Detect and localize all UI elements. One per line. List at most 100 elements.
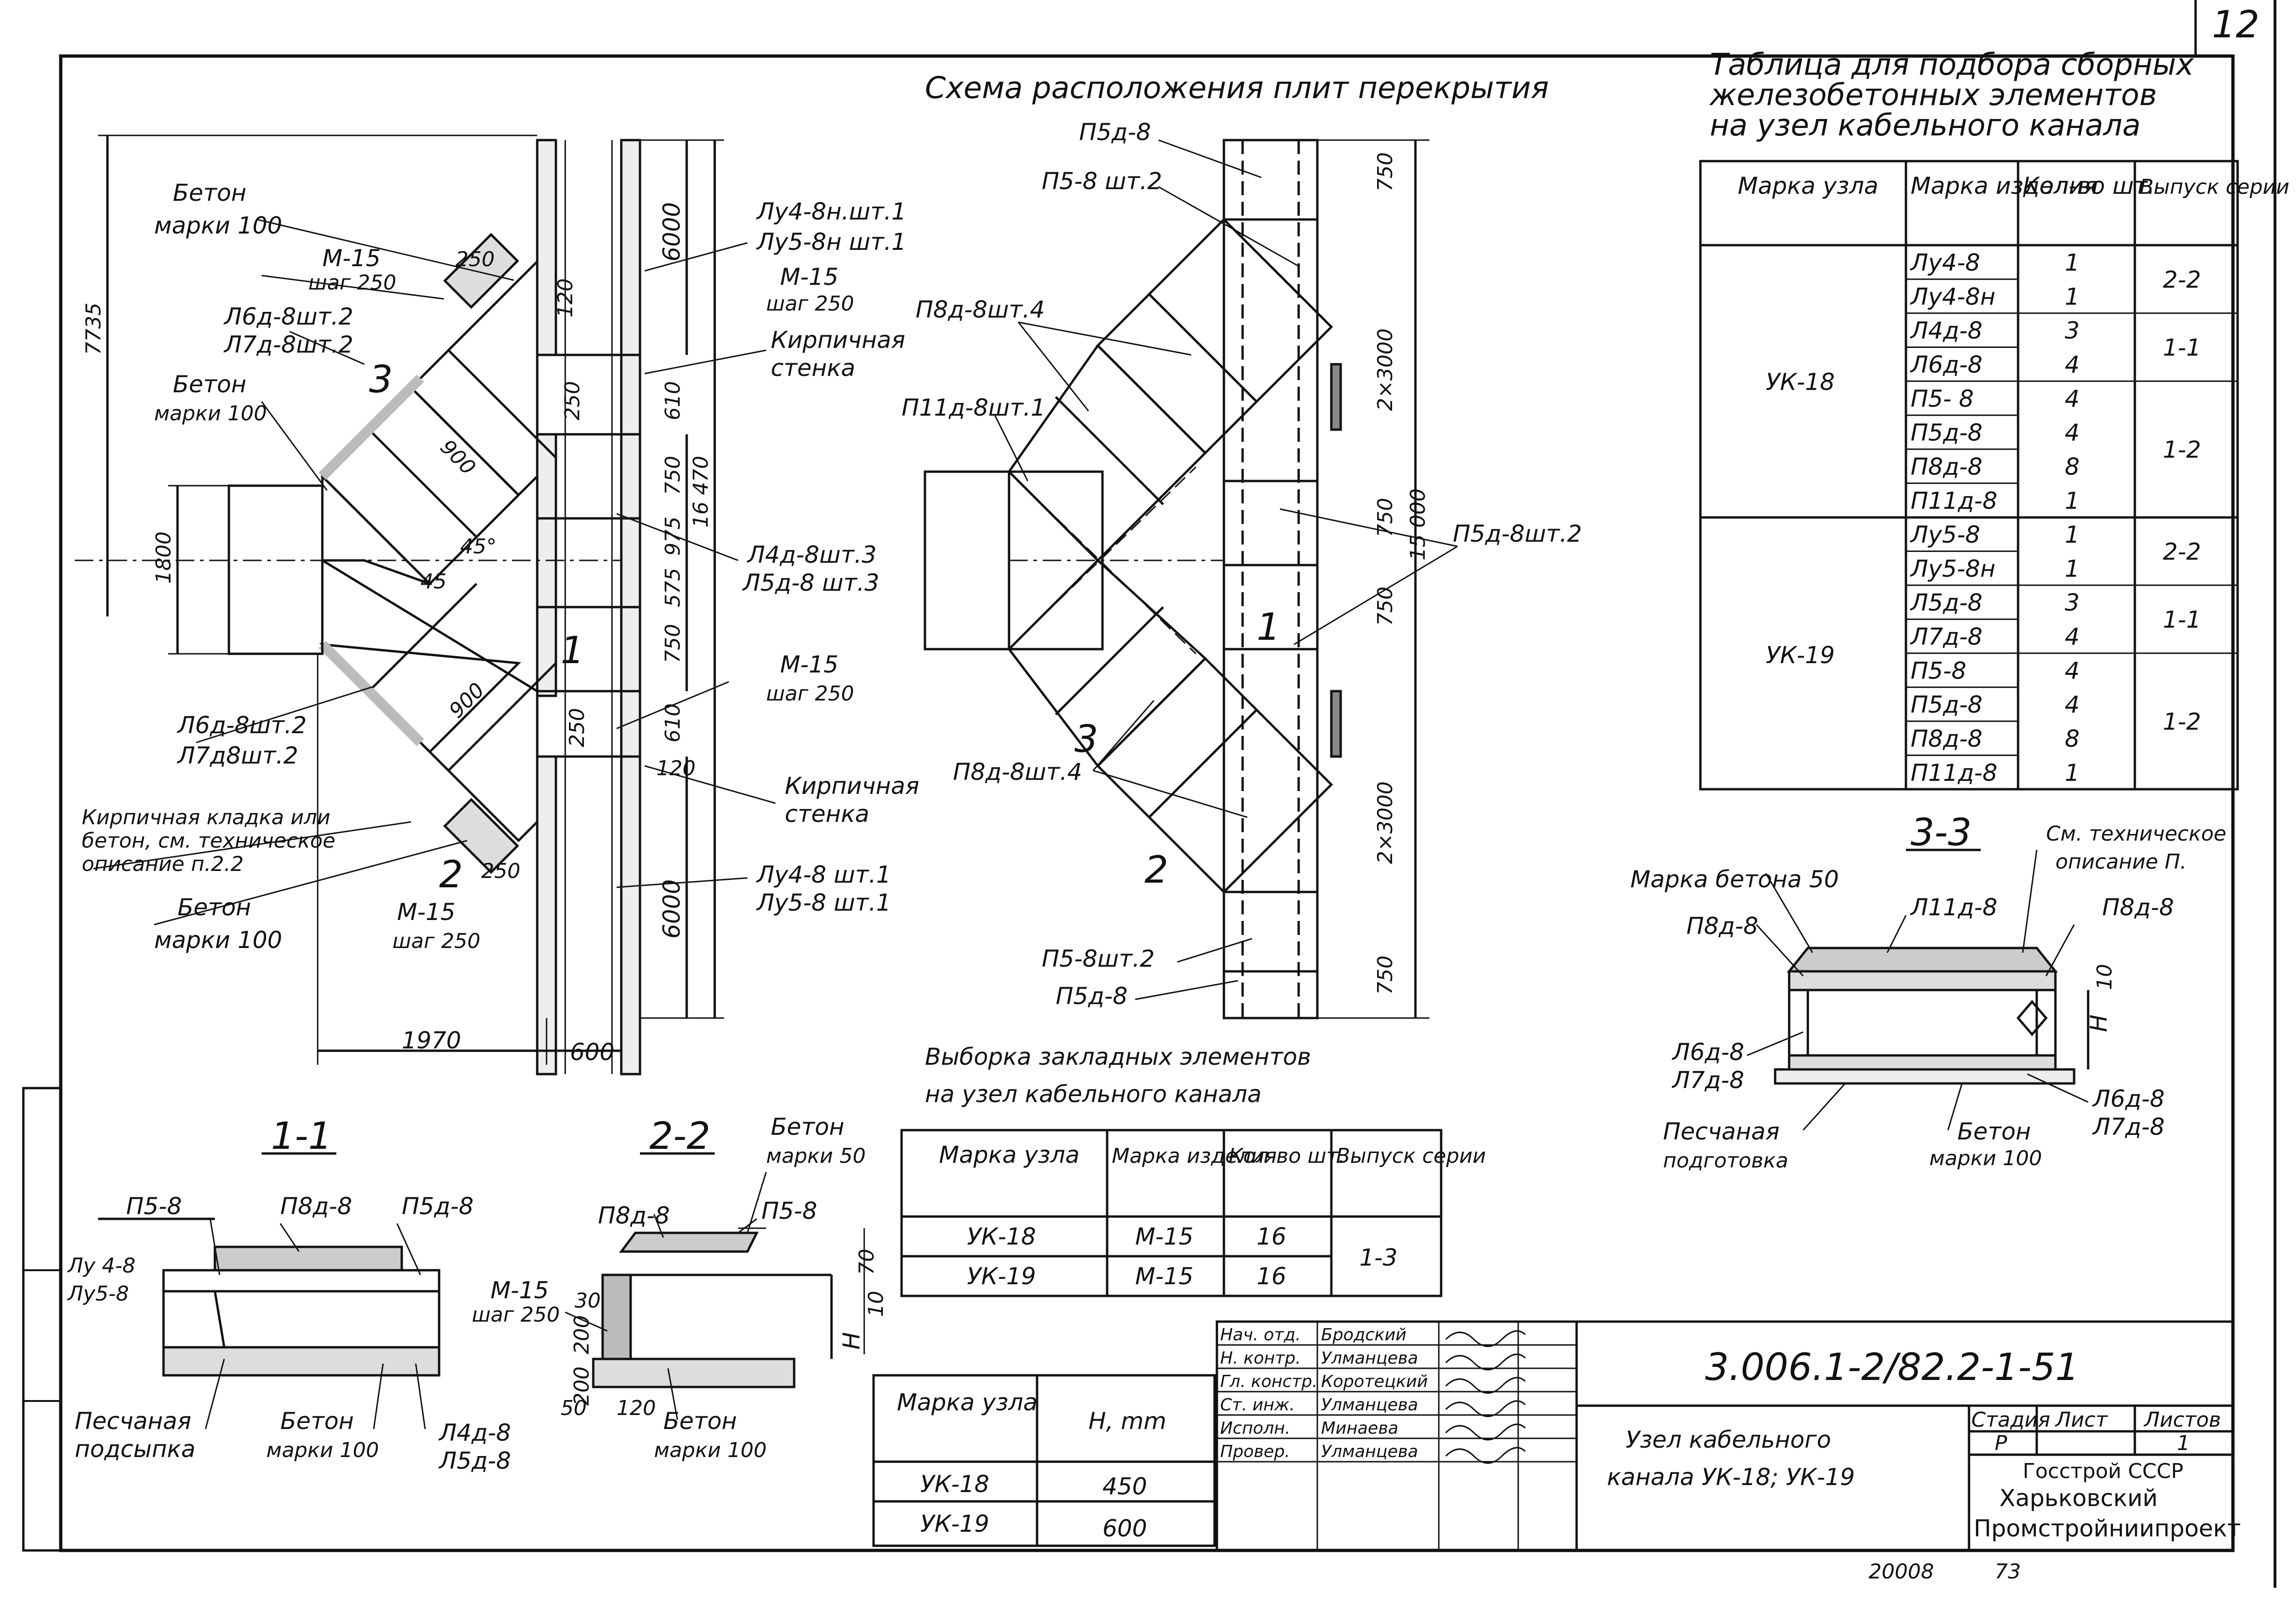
section-mark-1: 1 [561,629,584,672]
select-series-value: 2-2 [2163,538,2201,565]
select-row-item: П11д-8 [1911,759,1997,786]
sec33-beton50: Марка бетона 50 [1630,866,1839,893]
select-row-qty: 1 [2065,521,2080,548]
sec33-sand-a: Песчаная [1663,1118,1779,1145]
label-p5-bot: П5-8шт.2 [1042,945,1155,972]
sec22-p8d: П8д-8 [598,1202,670,1229]
label-m15-r-top: М-15 [780,263,839,290]
right-section-mark-1: 1 [1257,605,1280,649]
section-mark-3: 3 [369,358,393,401]
stamp-title-b: канала УК-18; УК-19 [1607,1464,1855,1491]
embed-row2-item: М-15 [1135,1263,1194,1290]
sec33-beton: Бетон [1957,1118,2031,1145]
dim-250-a: 250 [455,248,495,271]
h-head-h: H, mm [1088,1408,1166,1435]
select-row-item: Л5д-8 [1910,589,1983,616]
sec11-title: 1-1 [271,1114,332,1158]
sec33-tech-a: См. техническое [2046,822,2226,846]
stamp-name: Улманцева [1321,1395,1418,1415]
select-row-item: Лу4-8 [1910,249,1980,276]
select-node-uk19: УК-19 [1766,642,1835,669]
select-row-qty: 1 [2065,283,2080,310]
sec11-l5: Л5д-8 [438,1447,511,1474]
dim-6000-top: 6000 [658,202,685,262]
embed-row1-qty: 16 [1257,1223,1287,1250]
stamp-title-a: Узел кабельного [1626,1426,1831,1453]
sec11-p5d: П5д-8 [402,1193,474,1220]
select-row-qty: 4 [2065,691,2080,718]
sec22-title: 2-2 [649,1114,711,1158]
embed-head-item: Марка изделия [1112,1144,1277,1168]
sec22-dim-10: 10 [864,1291,888,1317]
dim-575: 575 [661,568,685,607]
right-plan [924,139,1458,1019]
stamp-sheet: 1 [2177,1431,2190,1455]
dim-750-bot: 750 [1373,955,1397,995]
sec33-p8d-l: П8д-8 [1686,913,1758,940]
stamp-sheet-head: Лист [2054,1408,2108,1432]
sec22-beton-top: Бетон [771,1113,844,1140]
sec33-dim-h: H [2085,1014,2112,1032]
select-row-qty: 1 [2065,249,2080,276]
sec33-title: 3-3 [1911,811,1972,854]
signature-icon [1445,1400,1526,1417]
select-row-qty: 4 [2065,385,2080,412]
sec22-beton-top-grade: марки 50 [766,1144,866,1168]
label-masonry-c: описание п.2.2 [82,852,244,876]
sheet-frame [22,0,2276,1588]
sec33-l7-l: Л7д-8 [1671,1067,1744,1094]
label-beton-top: Бетон [173,179,246,206]
sec33-dim-10: 10 [2093,964,2117,990]
label-p8d-top: П8д-8шт.4 [916,296,1045,323]
label-l6-bot: Л6д-8шт.2 [177,712,306,739]
section-mark-2: 2 [439,853,463,896]
dim-750-mid-a: 750 [1373,498,1397,537]
dim-600: 600 [570,1039,614,1066]
dim-120-a: 120 [554,278,577,318]
select-row-qty: 4 [2065,351,2080,378]
sec33-l6-r: Л6д-8 [2092,1085,2165,1112]
sec11-ly4: Лу 4-8 [67,1254,135,1278]
label-brick-bot-b: стенка [785,800,869,828]
label-p5d-top: П5д-8 [1079,119,1151,146]
sec11-sand-b: подсыпка [75,1436,195,1463]
select-row-qty: 4 [2065,623,2080,651]
dim-250-d: 250 [481,859,520,883]
embed-row1-node: УК-18 [967,1223,1036,1250]
dim-900-a: 900 [435,435,480,480]
dim-1970: 1970 [402,1027,461,1054]
sec11-beton: Бетон [280,1408,354,1435]
label-m15-r-bot-step: шаг 250 [766,682,854,706]
embed-head-series: Выпуск серии [1336,1144,1486,1168]
sec33-sand-b: подготовка [1663,1149,1788,1173]
sec22-dim-h: H [838,1332,865,1350]
footer-left: 20008 [1869,1560,1934,1584]
stamp-role: Н. контр. [1220,1349,1301,1368]
label-p5-top: П5-8 шт.2 [1042,168,1162,195]
sec22-dim-30: 30 [575,1289,601,1313]
sec22-beton-bot: Бетон [663,1408,737,1435]
section-3-3: 3-3 См. техническое описание П. Марка бе… [1630,811,2226,1173]
select-row-item: П5д-8 [1911,691,1983,718]
label-p5d-right: П5д-8шт.2 [1453,520,1582,547]
select-table-title-b: железобетонных элементов [1709,78,2157,113]
label-l4: Л4д-8шт.3 [746,541,876,568]
stamp-name: Минаева [1321,1419,1398,1438]
embed-title-b: на узел кабельного канала [925,1081,1262,1108]
dim-750-a: 750 [661,456,685,495]
stamp-stage: Р [1995,1431,2007,1455]
stamp-name: Улманцева [1321,1442,1418,1461]
select-row-item: П5- 8 [1911,385,1974,412]
dim-610-top: 610 [661,381,685,420]
embed-head-node: Марка узла [939,1141,1080,1168]
label-l6-top: Л6д-8шт.2 [223,303,353,330]
select-series-value: 1-1 [2163,606,2201,633]
dim-6000-bot: 6000 [658,879,685,939]
h-row2-h: 600 [1102,1515,1147,1542]
stamp-org-c: Промстройниипроект [1974,1515,2241,1542]
select-row-qty: 3 [2065,317,2080,344]
left-plan [75,134,776,1075]
stamp-role: Нач. отд. [1220,1325,1301,1344]
signature-icon [1445,1377,1526,1394]
select-row-item: Лу5-8 [1910,521,1980,548]
